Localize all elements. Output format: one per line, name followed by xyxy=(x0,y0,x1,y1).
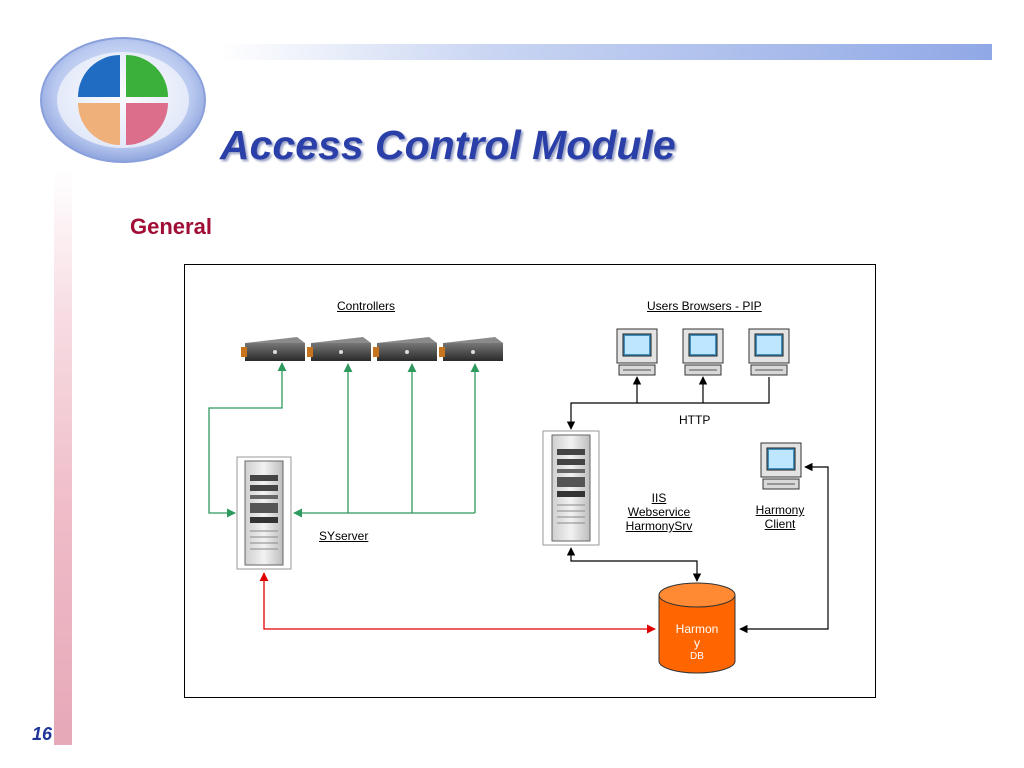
harmony-client-label-line2: Client xyxy=(764,517,796,531)
http-label: HTTP xyxy=(679,413,711,427)
users-browsers-label: Users Browsers - PIP xyxy=(647,299,762,313)
db-label-line1: Harmon xyxy=(675,622,719,636)
db-label-line3: DB xyxy=(690,651,704,662)
slide-title: Access Control Module xyxy=(220,122,676,168)
harmony-client-label: Harmony Client xyxy=(741,503,819,531)
controller-links xyxy=(208,362,480,518)
iis-label-line3: HarmonySrv xyxy=(625,519,693,533)
header-gradient-bar xyxy=(220,44,992,60)
browser-computer-1 xyxy=(616,328,658,376)
iis-db-link xyxy=(566,547,702,582)
syserver-tower xyxy=(236,456,292,570)
syserver-db-link xyxy=(259,572,656,634)
diagram-canvas xyxy=(208,328,829,674)
side-accent-bar xyxy=(54,170,72,745)
harmony-db-label: Harmon y DB xyxy=(659,622,735,664)
logo-icon xyxy=(40,37,206,163)
page-number-marker xyxy=(54,722,72,744)
harmony-client-computer xyxy=(760,442,802,490)
browser-computer-2 xyxy=(682,328,724,376)
http-links xyxy=(566,376,770,430)
controller-device-3 xyxy=(373,337,437,361)
controller-device-4 xyxy=(439,337,503,361)
harmony-db-cylinder xyxy=(658,582,736,674)
syserver-label: SYserver xyxy=(319,529,369,543)
slide-subtitle: General xyxy=(130,214,212,239)
controller-device-1 xyxy=(241,337,305,361)
client-db-link xyxy=(739,462,829,634)
iis-label-line2: Webservice xyxy=(627,505,691,519)
iis-label: IIS Webservice HarmonySrv xyxy=(611,491,707,533)
db-label-line2: y xyxy=(694,636,700,650)
page-number: 16 xyxy=(31,724,52,744)
controller-device-2 xyxy=(307,337,371,361)
iis-server-tower xyxy=(542,430,600,546)
controllers-label: Controllers xyxy=(337,299,396,313)
browser-computer-3 xyxy=(748,328,790,376)
iis-label-line1: IIS xyxy=(651,491,667,505)
harmony-client-label-line1: Harmony xyxy=(755,503,805,517)
diagram-frame: Controllers Users Browsers - PIP HTTP SY… xyxy=(184,264,876,698)
